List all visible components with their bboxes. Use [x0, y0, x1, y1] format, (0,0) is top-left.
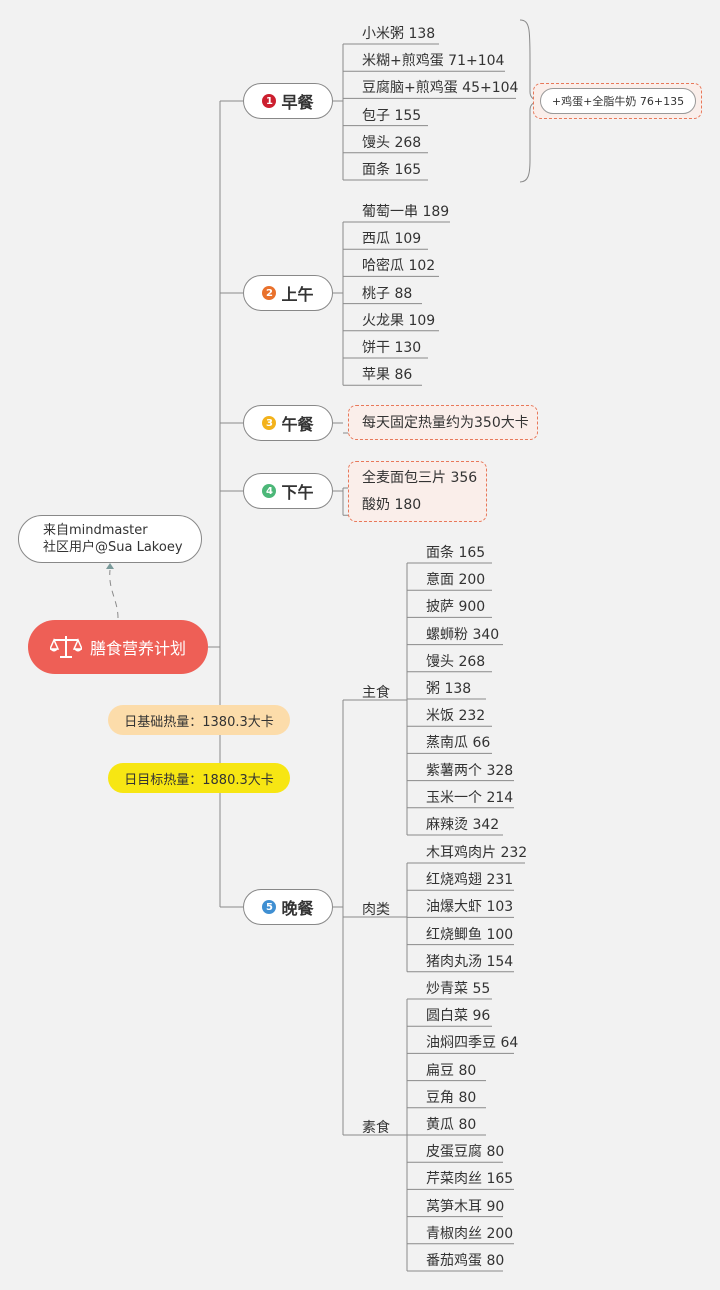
number-badge-2: 2: [262, 286, 277, 300]
veg-item[interactable]: 皮蛋豆腐 80: [426, 1144, 505, 1161]
afternoon-highlight-box: [348, 461, 487, 522]
meat-item[interactable]: 油爆大虾 103: [426, 899, 514, 916]
veg-item[interactable]: 炒青菜 55: [426, 981, 491, 997]
morning-item[interactable]: 饼干 130: [362, 340, 422, 356]
number-badge-4: 4: [262, 484, 277, 498]
afternoon-item[interactable]: 酸奶 180: [362, 497, 422, 514]
branch-lunch-label: 午餐: [281, 415, 314, 434]
base-calorie-text: 日基础热量：1380.3大卡: [124, 714, 274, 730]
veg-item[interactable]: 芹菜肉丝 165: [426, 1171, 514, 1188]
staple-item[interactable]: 玉米一个 214: [426, 789, 514, 806]
veg-item[interactable]: 圆白菜 96: [426, 1008, 491, 1025]
dinner-group-meat[interactable]: 肉类: [362, 902, 390, 918]
central-topic[interactable]: 膳食营养计划: [28, 620, 208, 674]
branch-morning-label: 上午: [281, 285, 314, 304]
target-calorie-text: 日目标热量：1880.3大卡: [124, 772, 274, 788]
number-badge-5: 5: [262, 900, 277, 914]
branch-lunch[interactable]: 3 午餐: [243, 405, 333, 441]
staple-item[interactable]: 馒头 268: [426, 653, 486, 670]
staple-item[interactable]: 紫薯两个 328: [426, 762, 514, 779]
staple-item[interactable]: 蒸南瓜 66: [426, 735, 491, 752]
branch-dinner[interactable]: 5 晚餐: [243, 889, 333, 925]
meat-item[interactable]: 猪肉丸汤 154: [426, 953, 514, 970]
dinner-group-veg[interactable]: 素食: [362, 1120, 390, 1136]
branch-afternoon[interactable]: 4 下午: [243, 473, 333, 509]
veg-item[interactable]: 豆角 80: [426, 1089, 477, 1106]
staple-item[interactable]: 披萨 900: [426, 599, 486, 616]
number-badge-3: 3: [262, 416, 277, 430]
staple-item[interactable]: 粥 138: [426, 681, 472, 697]
breakfast-item[interactable]: 小米粥 138: [362, 26, 436, 42]
lunch-highlight-box: [348, 405, 538, 440]
morning-item[interactable]: 火龙果 109: [362, 312, 436, 329]
callout-line-2: 社区用户@Sua Lakoey: [43, 540, 183, 555]
veg-item[interactable]: 扁豆 80: [426, 1062, 477, 1079]
source-callout[interactable]: 来自mindmaster 社区用户@Sua Lakoey: [18, 515, 202, 563]
target-calorie-pill[interactable]: 日目标热量：1880.3大卡: [108, 763, 290, 793]
meat-item[interactable]: 木耳鸡肉片 232: [426, 845, 528, 861]
breakfast-item[interactable]: 面条 165: [362, 162, 422, 178]
lunch-item[interactable]: 每天固定热量约为350大卡: [362, 415, 529, 431]
dinner-group-staple[interactable]: 主食: [362, 685, 390, 701]
branch-morning[interactable]: 2 上午: [243, 275, 333, 311]
staple-item[interactable]: 意面 200: [426, 572, 486, 589]
branch-afternoon-label: 下午: [281, 483, 314, 502]
staple-item[interactable]: 螺蛳粉 340: [426, 626, 500, 643]
staple-item[interactable]: 麻辣烫 342: [426, 817, 500, 833]
breakfast-item[interactable]: 豆腐脑+煎鸡蛋 45+104: [362, 80, 519, 97]
central-title: 膳食营养计划: [89, 639, 186, 658]
branch-breakfast-label: 早餐: [281, 93, 314, 112]
morning-item[interactable]: 西瓜 109: [362, 231, 422, 248]
staple-item[interactable]: 面条 165: [426, 545, 486, 561]
meat-item[interactable]: 红烧鲫鱼 100: [426, 926, 514, 943]
meat-item[interactable]: 红烧鸡翅 231: [426, 872, 514, 889]
morning-item[interactable]: 葡萄一串 189: [362, 204, 450, 220]
callout-line-1: 来自mindmaster: [43, 523, 148, 538]
base-calorie-pill[interactable]: 日基础热量：1380.3大卡: [108, 705, 290, 735]
branch-breakfast[interactable]: 1 早餐: [243, 83, 333, 119]
breakfast-item[interactable]: 米糊+煎鸡蛋 71+104: [362, 53, 505, 70]
staple-item[interactable]: 米饭 232: [426, 708, 486, 725]
morning-item[interactable]: 苹果 86: [362, 367, 413, 384]
breakfast-item[interactable]: 馒头 268: [362, 134, 422, 151]
number-badge-1: 1: [262, 94, 277, 108]
veg-item[interactable]: 莴笋木耳 90: [426, 1198, 505, 1215]
veg-item[interactable]: 黄瓜 80: [426, 1117, 477, 1133]
morning-item[interactable]: 哈密瓜 102: [362, 258, 436, 275]
breakfast-extra-note[interactable]: +鸡蛋+全脂牛奶 76+135: [540, 88, 696, 114]
callout-dashed-connector: [109, 569, 119, 619]
veg-item[interactable]: 青椒肉丝 200: [426, 1225, 514, 1242]
branch-dinner-label: 晚餐: [281, 899, 314, 918]
veg-item[interactable]: 油焖四季豆 64: [426, 1035, 519, 1052]
breakfast-item[interactable]: 包子 155: [362, 107, 422, 124]
morning-item[interactable]: 桃子 88: [362, 285, 413, 302]
veg-item[interactable]: 番茄鸡蛋 80: [426, 1253, 505, 1269]
balance-scale-icon: [49, 636, 82, 658]
callout-arrow-icon: [106, 563, 114, 569]
afternoon-item[interactable]: 全麦面包三片 356: [362, 470, 478, 486]
